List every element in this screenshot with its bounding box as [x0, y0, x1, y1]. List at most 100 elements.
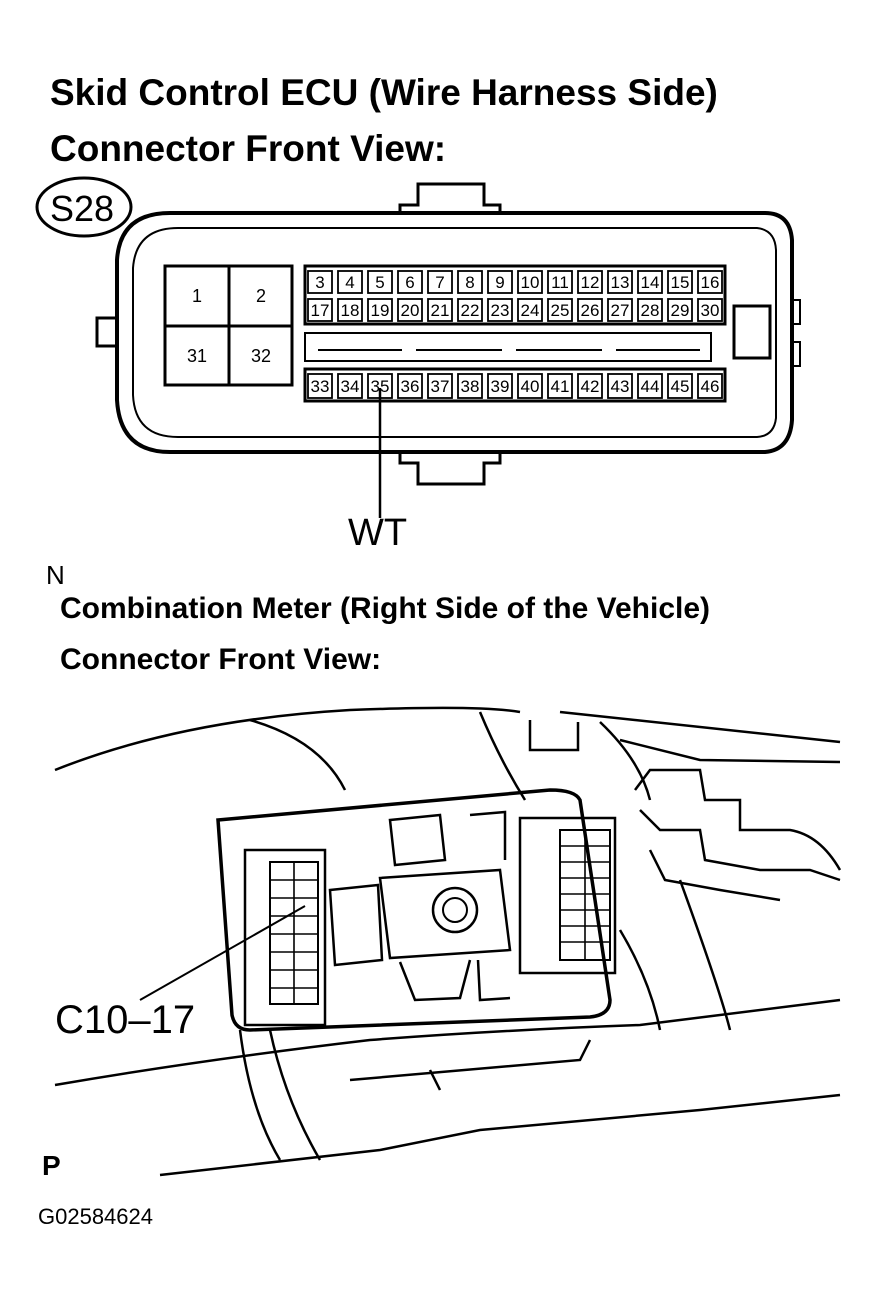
- pin-38: 38: [461, 377, 480, 396]
- pin-11: 11: [551, 273, 569, 292]
- pin-36: 36: [401, 377, 420, 396]
- pin-row1-cell: [667, 270, 693, 294]
- pin-row3-cell: [547, 373, 573, 399]
- pin-row2-cell: [337, 298, 363, 322]
- connector-housing: [115, 211, 794, 454]
- ecu-subtitle: Connector Front View:: [50, 128, 447, 169]
- pin-45: 45: [671, 377, 690, 396]
- pin-17: 17: [311, 301, 330, 320]
- pin-row2-cell: [607, 298, 633, 322]
- pin-4: 4: [345, 273, 354, 292]
- pin-row1-cell: [547, 270, 573, 294]
- pin-grid-upper: [303, 264, 727, 326]
- pin-row1-cell: [427, 270, 453, 294]
- pin-row3-cell: [337, 373, 363, 399]
- pin-23: 23: [491, 301, 510, 320]
- pin-row2-cell: [667, 298, 693, 322]
- pin-1: 1: [192, 286, 202, 306]
- pin-row1-cell: [367, 270, 393, 294]
- pin-9: 9: [495, 273, 504, 292]
- pin-row2-cell: [517, 298, 543, 322]
- pin-40: 40: [521, 377, 540, 396]
- pin-29: 29: [671, 301, 690, 320]
- pin-41: 41: [551, 377, 570, 396]
- pin-row1-cell: [577, 270, 603, 294]
- pin-8: 8: [465, 273, 474, 292]
- pin-row3-cell: [697, 373, 723, 399]
- pin-row2-cell: [457, 298, 483, 322]
- pin-28: 28: [641, 301, 660, 320]
- pin-12: 12: [581, 273, 600, 292]
- pin-row2-cell: [547, 298, 573, 322]
- pin-row3-cell: [397, 373, 423, 399]
- pin-33: 33: [311, 377, 330, 396]
- connector-id-label: S28: [50, 188, 115, 229]
- pin-row3-cell: [367, 373, 393, 399]
- pin-27: 27: [611, 301, 630, 320]
- pin-18: 18: [341, 301, 360, 320]
- pin-row1-cell: [637, 270, 663, 294]
- pin-row2-cell: [637, 298, 663, 322]
- left-nub: [95, 316, 119, 348]
- pin-25: 25: [551, 301, 570, 320]
- ecu-title: Skid Control ECU (Wire Harness Side): [50, 72, 718, 113]
- pin-6: 6: [405, 273, 414, 292]
- pin-row1-cell: [457, 270, 483, 294]
- pin-row2-cell: [577, 298, 603, 322]
- c10-leader-line: [139, 905, 306, 1001]
- marker-n: N: [46, 560, 65, 590]
- meter-illustration: [54, 706, 842, 1177]
- pin-row3-cell: [457, 373, 483, 399]
- pin-35: 35: [371, 377, 390, 396]
- terminal-callout: C10–17: [55, 998, 196, 1042]
- pin-34: 34: [341, 377, 360, 396]
- pin-grid-lower: [303, 367, 727, 403]
- pin-10: 10: [521, 273, 540, 292]
- pin-16: 16: [701, 273, 720, 292]
- pin-row3-cell: [427, 373, 453, 399]
- pin-7: 7: [435, 273, 444, 292]
- wire-color-label: WT: [348, 512, 408, 554]
- pin-row1-cell: [697, 270, 723, 294]
- pin-46: 46: [701, 377, 720, 396]
- pin-row1-cell: [607, 270, 633, 294]
- pin-19: 19: [371, 301, 390, 320]
- pin-31: 31: [187, 346, 207, 366]
- top-latch: [398, 182, 502, 213]
- pin-42: 42: [581, 377, 600, 396]
- pin-row3-cell: [487, 373, 513, 399]
- pin-row2-cell: [367, 298, 393, 322]
- pin-32: 32: [251, 346, 271, 366]
- pin-24: 24: [521, 301, 540, 320]
- pin-3: 3: [315, 273, 324, 292]
- pin-row3-cell: [307, 373, 333, 399]
- pin-row1-cell: [307, 270, 333, 294]
- pin-row2-cell: [397, 298, 423, 322]
- bottom-latch: [398, 452, 502, 486]
- pin-row2-cell: [307, 298, 333, 322]
- pin-30: 30: [701, 301, 720, 320]
- pin-row1-cell: [517, 270, 543, 294]
- right-tab: [732, 304, 772, 360]
- figure-code: G02584624: [38, 1204, 153, 1229]
- connector-id-oval: [35, 176, 133, 238]
- pin-row3-cell: [637, 373, 663, 399]
- pin-5: 5: [375, 273, 384, 292]
- pin-44: 44: [641, 377, 660, 396]
- pin-row2-cell: [487, 298, 513, 322]
- pin-row2-cell: [427, 298, 453, 322]
- marker-p: P: [42, 1150, 61, 1181]
- center-bolt: [431, 886, 479, 934]
- pin-row2-cell: [697, 298, 723, 322]
- center-clip: [378, 868, 512, 960]
- pin-row3-cell: [577, 373, 603, 399]
- keyway-slot: [304, 332, 712, 362]
- meter-title: Combination Meter (Right Side of the Veh…: [60, 592, 711, 625]
- pin-21: 21: [431, 301, 450, 320]
- pin-20: 20: [401, 301, 420, 320]
- pin-row3-cell: [607, 373, 633, 399]
- pin-14: 14: [641, 273, 660, 292]
- pin-43: 43: [611, 377, 630, 396]
